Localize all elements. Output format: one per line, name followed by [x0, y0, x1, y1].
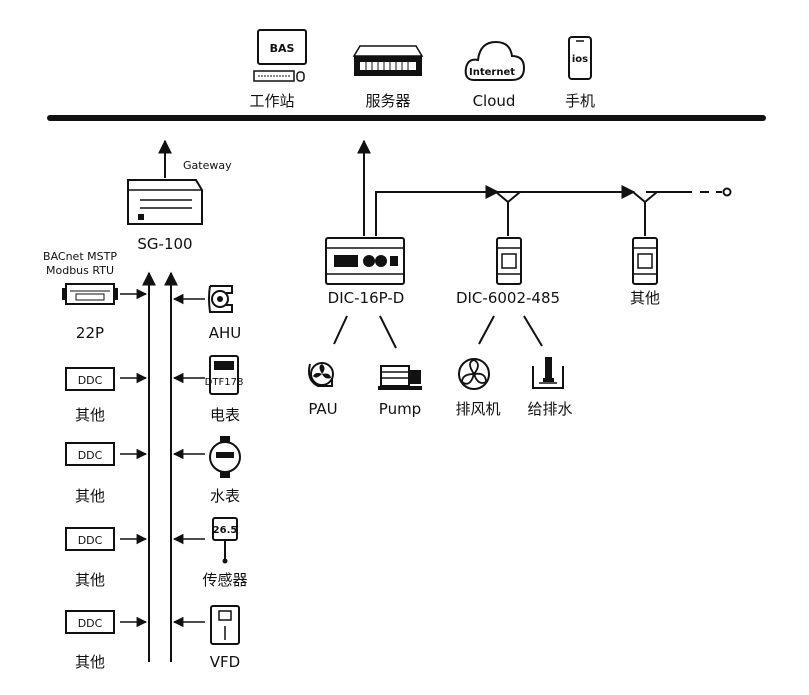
pump-icon	[378, 365, 422, 390]
right-device-label-1: AHU	[209, 324, 242, 342]
controller-label-1: DIC-16P-D	[328, 289, 405, 307]
phone-icon-text: ios	[572, 54, 588, 65]
workstation-label: 工作站	[249, 92, 294, 110]
left-device-label-2: 其他	[75, 406, 105, 424]
tap-other	[632, 191, 658, 236]
field-device-label-2: Pump	[379, 400, 421, 418]
gateway-label: SG-100	[137, 235, 192, 253]
tap-dic6002	[495, 191, 521, 236]
right-device-label-2: 电表	[210, 406, 240, 424]
field-device-label-1: PAU	[308, 400, 337, 418]
sensor-icon: 26.5	[212, 517, 238, 564]
cloud-label: Cloud	[473, 92, 516, 110]
phone-icon: ios	[568, 36, 592, 80]
ddc-icon-3: DDC	[65, 527, 115, 551]
field-device-label-3: 排风机	[455, 400, 500, 418]
field-device-label-4: 给排水	[527, 400, 572, 418]
ddc-icon-1: DDC	[65, 367, 115, 391]
bus-protocol-1: BACnet MSTP	[43, 250, 117, 263]
pau-fan-icon	[308, 362, 334, 387]
server-label: 服务器	[365, 92, 410, 110]
electric-meter-icon: DTF178	[205, 355, 244, 395]
server-icon	[352, 45, 424, 76]
phone-label: 手机	[565, 92, 595, 110]
svg-text:DDC: DDC	[78, 534, 103, 547]
left-device-label-5: 其他	[75, 653, 105, 671]
exhaust-fan-icon	[458, 358, 490, 390]
gateway-sg100-icon	[127, 179, 203, 225]
workstation-icon: BAS	[253, 29, 307, 82]
svg-text:DDC: DDC	[78, 449, 103, 462]
link-pump	[379, 315, 397, 349]
right-device-label-3: 水表	[210, 487, 240, 505]
link-pau	[333, 315, 348, 345]
chain-end-terminator	[722, 187, 732, 197]
right-device-label-5: VFD	[210, 653, 240, 671]
cloud-icon-text: Internet	[469, 67, 515, 78]
ahu-icon	[208, 285, 233, 313]
right-device-label-4: 传感器	[202, 571, 247, 589]
controller-chain-line-1	[375, 185, 500, 236]
vfd-icon	[210, 605, 240, 645]
cloud-icon: Internet	[464, 40, 526, 81]
left-device-label-3: 其他	[75, 487, 105, 505]
controller-22p-icon	[62, 283, 118, 305]
controller-label-3: 其他	[630, 289, 660, 307]
dic-6002-485-icon	[496, 237, 522, 285]
svg-text:26.5: 26.5	[213, 525, 238, 536]
gateway-caption: Gateway	[183, 159, 232, 172]
left-device-label-4: 其他	[75, 571, 105, 589]
svg-text:DTF178: DTF178	[205, 377, 244, 388]
svg-text:DDC: DDC	[78, 617, 103, 630]
water-meter-icon	[209, 436, 241, 478]
link-exhaust-fan	[478, 315, 495, 345]
controller-label-2: DIC-6002-485	[456, 289, 560, 307]
other-controller-icon	[632, 237, 658, 285]
left-device-label-1: 22P	[76, 324, 104, 342]
workstation-screen-text: BAS	[270, 42, 295, 55]
ddc-icon-2: DDC	[65, 442, 115, 466]
svg-text:DDC: DDC	[78, 374, 103, 387]
ddc-icon-4: DDC	[65, 610, 115, 634]
link-water-supply	[523, 315, 543, 347]
water-supply-icon	[532, 357, 564, 389]
dic-16p-d-icon	[325, 237, 405, 285]
bus-protocol-2: Modbus RTU	[46, 264, 114, 277]
